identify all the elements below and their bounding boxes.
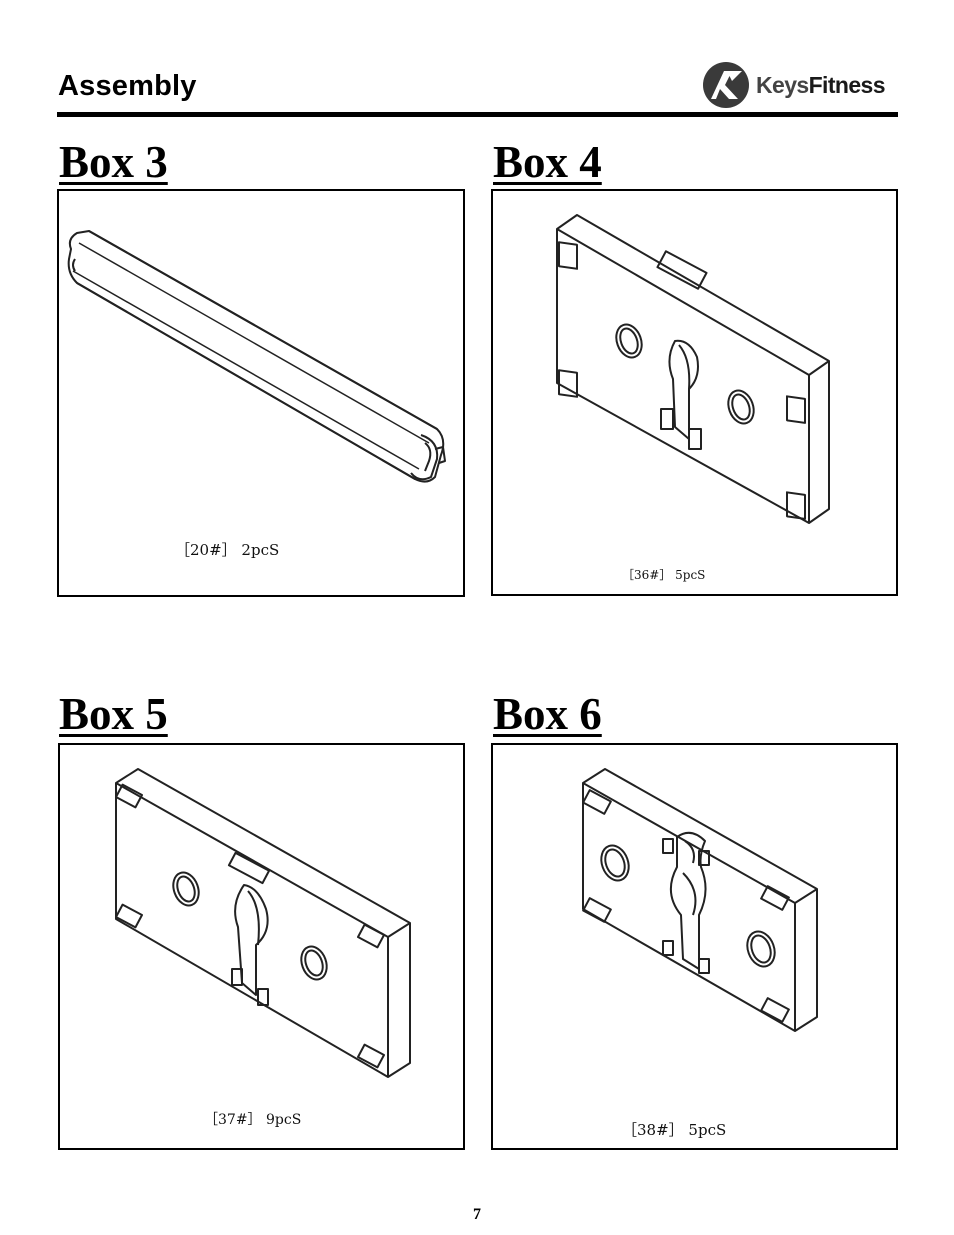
keysfitness-logo-icon <box>703 62 749 108</box>
box-3-caption: ［20#］ 2pcS <box>175 541 280 559</box>
brand-name: KeysFitness <box>756 71 886 99</box>
plate-part-illustration <box>115 768 411 1078</box>
box-5-caption: ［37#］ 9pcS <box>204 1112 302 1128</box>
brand-logo: KeysFitness <box>702 59 902 111</box>
page-number: 7 <box>473 1206 481 1223</box>
box-4-title: Box 4 <box>493 137 602 187</box>
tube-part-illustration <box>67 230 446 483</box>
box-5-panel: ［37#］ 9pcS <box>58 743 465 1150</box>
section-title: Assembly <box>58 70 197 102</box>
header-divider <box>57 112 898 117</box>
box-6-caption: ［38#］ 5pcS <box>622 1121 727 1139</box>
plate-part-illustration <box>556 214 830 524</box>
box-6-panel: ［38#］ 5pcS <box>491 743 898 1150</box>
box-5-title: Box 5 <box>59 689 168 739</box>
box-4-panel: ［36#］ 5pcS <box>491 189 898 596</box>
box-3-title: Box 3 <box>59 137 168 187</box>
box-6-title: Box 6 <box>493 689 602 739</box>
box-3-panel: ［20#］ 2pcS <box>57 189 465 597</box>
brand-name-light: Keys <box>756 71 809 98</box>
plate-part-illustration <box>582 768 818 1032</box>
box-4-caption: ［36#］ 5pcS <box>622 568 706 582</box>
brand-name-bold: Fitness <box>808 71 886 98</box>
